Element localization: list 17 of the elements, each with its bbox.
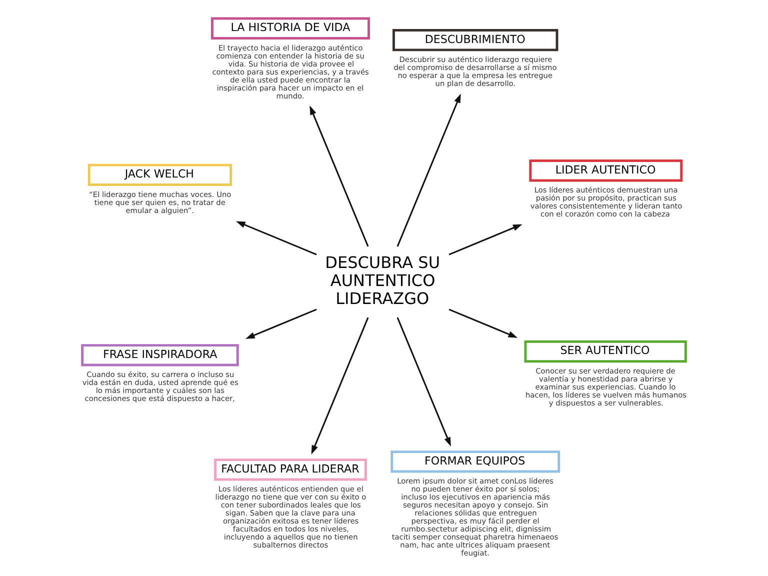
node-box: JACK WELCH — [88, 164, 232, 186]
node-box: DESCUBRIMIENTO — [392, 29, 558, 52]
arrow — [448, 224, 522, 256]
node-box: SER AUTENTICO — [524, 340, 687, 363]
arrow — [245, 308, 317, 339]
arrow — [396, 94, 461, 247]
node-text: DESCUBRA SU AUNTENTICO LIDERAZGO — [325, 253, 440, 308]
arrow — [448, 308, 518, 338]
arrow — [236, 221, 317, 256]
arrow — [311, 317, 369, 454]
node-box: LA HISTORIA DE VIDA — [210, 17, 370, 40]
node-box: LIDER AUTENTICO — [529, 160, 683, 182]
arrow — [396, 317, 451, 447]
node-box: FRASE INSPIRADORA — [81, 344, 239, 366]
node-box: FACULTAD PARA LIDERAR — [214, 458, 367, 481]
arrow — [310, 106, 369, 247]
node-box: FORMAR EQUIPOS — [390, 450, 560, 473]
